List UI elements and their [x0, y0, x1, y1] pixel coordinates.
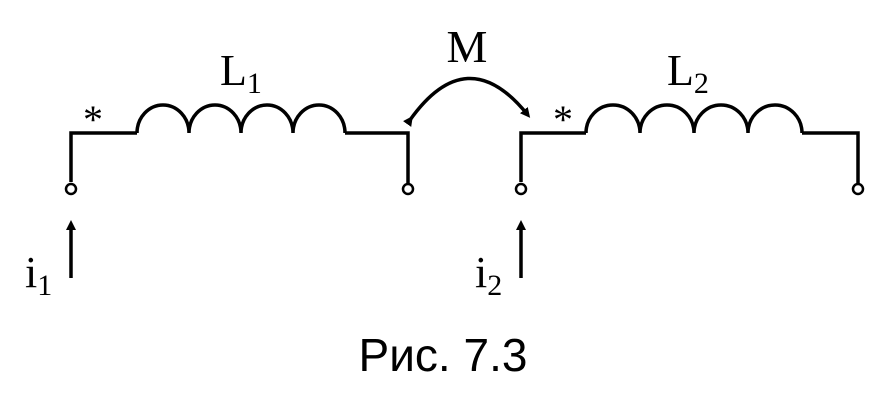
inductor-l1-symbol: L [220, 46, 247, 95]
current-2-subscript: 2 [487, 269, 502, 302]
inductor-l2-subscript: 2 [694, 67, 709, 100]
inductor-l2-winding [584, 103, 804, 134]
coil-2-circuit [514, 103, 865, 196]
coil-2-right-lead-wire [802, 131, 860, 184]
coil-1-circuit [64, 103, 415, 196]
current-2-symbol: i [475, 248, 487, 297]
figure-caption: Рис. 7.3 [359, 329, 528, 381]
coil-2-polarity-mark: * [553, 97, 573, 142]
current-1-subscript: 1 [37, 269, 52, 302]
coil-2-right-terminal [851, 182, 865, 196]
coil-1-right-lead-wire [345, 131, 410, 184]
mutual-inductance-label: M [447, 21, 488, 72]
coil-1-polarity-mark: * [83, 97, 103, 142]
current-1-label: i1 [25, 248, 52, 302]
coil-1-right-terminal [401, 182, 415, 196]
coil-2-left-lead-wire [519, 131, 586, 182]
inductor-l1-label: L1 [220, 46, 262, 100]
inductor-l2-label: L2 [667, 46, 709, 100]
inductor-l1-subscript: 1 [247, 67, 262, 100]
coil-1-left-lead-wire [69, 131, 137, 182]
current-2-label: i2 [475, 248, 502, 302]
inductor-l1-winding [135, 103, 347, 134]
mutual-coupling-arrow [403, 76, 531, 127]
coil-1-left-terminal [64, 182, 78, 196]
coil-2-left-terminal [514, 182, 528, 196]
inductor-l2-symbol: L [667, 46, 694, 95]
current-1-symbol: i [25, 248, 37, 297]
